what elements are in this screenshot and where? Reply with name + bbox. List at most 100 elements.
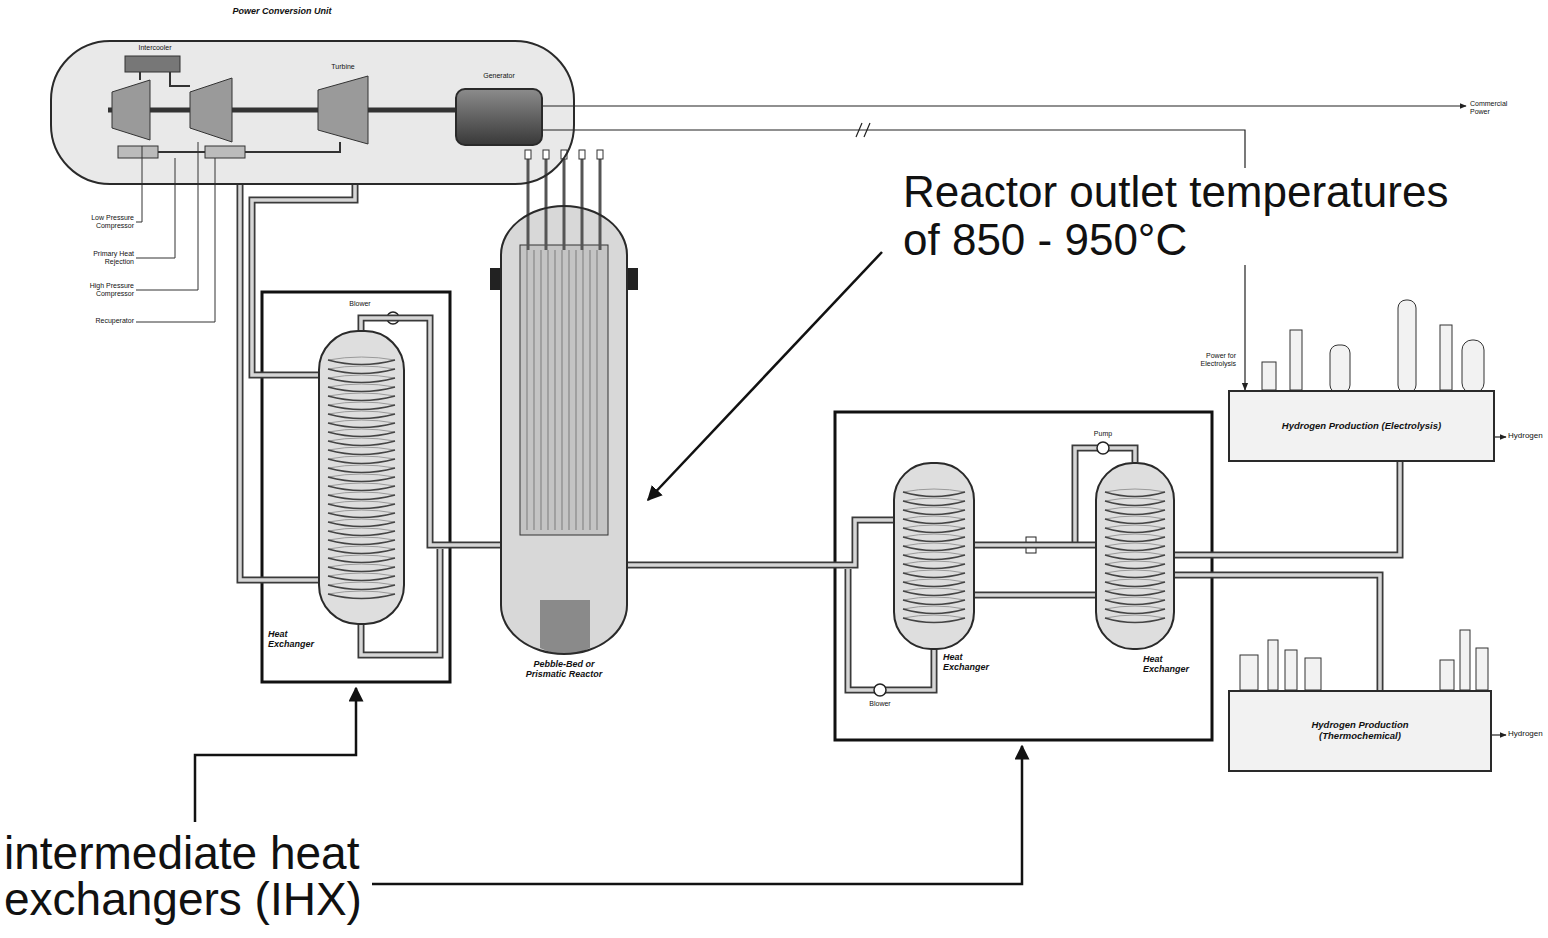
recuperator xyxy=(205,146,245,158)
coil-winding xyxy=(328,501,395,504)
coil-winding xyxy=(1105,615,1165,618)
pipe xyxy=(975,542,1095,549)
coil-winding xyxy=(328,519,395,522)
coil-winding xyxy=(328,375,395,378)
coil-winding xyxy=(328,540,395,545)
output-label: Commercial Power xyxy=(1470,100,1512,116)
coil-winding xyxy=(903,600,965,605)
plant-stack xyxy=(1262,362,1276,390)
coil-winding xyxy=(1105,582,1165,587)
coil-winding xyxy=(1105,516,1165,519)
coil-winding xyxy=(328,459,395,464)
reactor-vessel: Pebble-Bed or Prismatic Reactor xyxy=(500,205,628,655)
plant-stack xyxy=(1268,640,1278,690)
output-arrow xyxy=(1492,734,1506,735)
coil-winding xyxy=(328,555,395,558)
coil-winding xyxy=(903,519,965,524)
reactor-support xyxy=(540,600,590,654)
callout-arrow xyxy=(372,746,1022,884)
plant-stack xyxy=(1460,630,1470,690)
coil-winding xyxy=(1105,618,1165,623)
coil-winding xyxy=(1105,564,1165,569)
coil-winding xyxy=(903,591,965,596)
fuel-column xyxy=(568,250,569,530)
part-name: Recuperator xyxy=(74,317,134,325)
control-rod xyxy=(581,158,584,250)
coil-winding xyxy=(328,414,395,419)
coil-winding xyxy=(1105,609,1165,614)
coil-winding xyxy=(328,573,395,576)
pipe xyxy=(361,318,500,545)
callout-arrow xyxy=(648,252,882,500)
coil-winding xyxy=(903,561,965,564)
vessel-fill xyxy=(318,330,405,625)
part-name: High Pressure Compressor xyxy=(74,282,134,298)
reactor-core xyxy=(520,245,608,535)
coil-winding xyxy=(328,360,395,365)
fuel-column xyxy=(540,250,541,530)
leader-line xyxy=(136,142,215,322)
coil-winding xyxy=(328,591,395,594)
callout-text: Reactor outlet temperatures of 850 - 950… xyxy=(903,168,1478,265)
part-name: Pump xyxy=(1086,430,1120,438)
control-rod-cap xyxy=(579,150,585,159)
fuel-column xyxy=(596,250,597,530)
pipe xyxy=(361,549,440,655)
coil-winding xyxy=(903,507,965,510)
coil-winding xyxy=(328,447,395,450)
coil-winding xyxy=(328,429,395,432)
power-line xyxy=(543,105,1466,106)
control-rod-cap xyxy=(561,150,567,159)
coil-winding xyxy=(328,546,395,549)
callout-arrow xyxy=(195,688,356,822)
coil-winding xyxy=(328,531,395,536)
coil-winding xyxy=(1105,597,1165,600)
coil-winding xyxy=(328,537,395,540)
coil-winding xyxy=(903,552,965,555)
coil-winding xyxy=(328,369,395,374)
coil-winding xyxy=(903,489,965,492)
coil-winding xyxy=(328,420,395,423)
coil-winding xyxy=(903,609,965,614)
coil-winding xyxy=(1105,498,1165,501)
heat-exchanger-vessel: Heat Exchanger xyxy=(1095,462,1175,650)
callout-text: intermediate heat exchangers (IHX) xyxy=(4,830,389,922)
coil-winding xyxy=(328,564,395,567)
coil-winding xyxy=(1105,492,1165,497)
fuel-column xyxy=(561,250,562,530)
pipe-connector xyxy=(1175,462,1400,555)
coil-winding xyxy=(1105,537,1165,542)
coil-winding xyxy=(328,423,395,428)
plant-stack xyxy=(1330,345,1350,393)
pipe-connector xyxy=(361,318,500,545)
nozzle xyxy=(628,268,638,290)
part-name: Blower xyxy=(862,700,898,708)
coil-winding xyxy=(903,525,965,528)
control-rod xyxy=(563,158,566,250)
capsule-fill xyxy=(50,40,575,185)
fuel-column xyxy=(575,250,576,530)
coil-winding xyxy=(328,504,395,509)
coil-winding xyxy=(1105,510,1165,515)
generator: Generator xyxy=(455,88,543,146)
coil-winding xyxy=(903,555,965,560)
coil-winding xyxy=(328,384,395,387)
pipe-core xyxy=(252,185,355,375)
fuel-column xyxy=(554,250,555,530)
output-arrow xyxy=(1495,436,1506,437)
coil-winding xyxy=(1105,552,1165,555)
internal-pipe xyxy=(158,142,340,152)
nozzle xyxy=(490,268,500,290)
coil-winding xyxy=(328,378,395,383)
coil-winding xyxy=(903,582,965,587)
coil-winding xyxy=(1105,546,1165,551)
node-label: Power Conversion Unit xyxy=(232,6,332,16)
control-rod-cap xyxy=(525,150,531,159)
coil-winding xyxy=(328,411,395,414)
pipe-core xyxy=(1175,462,1400,555)
coil-winding xyxy=(328,402,395,405)
coil-winding xyxy=(328,438,395,441)
fuel-column xyxy=(526,250,527,530)
coil-winding xyxy=(1105,579,1165,582)
node-label: Heat Exchanger xyxy=(268,629,328,650)
